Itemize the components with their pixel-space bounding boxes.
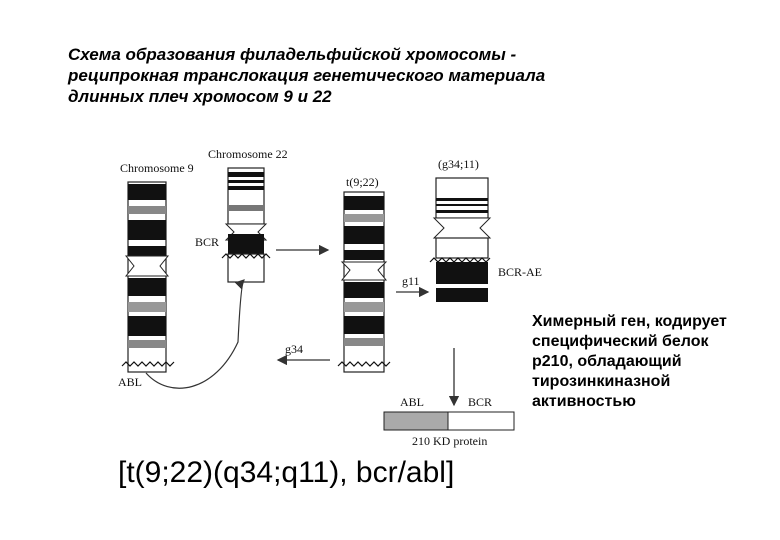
curved-arrow-abl: [145, 279, 245, 389]
chromosome-9: [121, 181, 175, 373]
protein-label: 210 KD protein: [412, 434, 487, 448]
chromosome-22-label: Chromosome 22: [208, 147, 288, 161]
slide-title: Схема образования филадельфийской хромос…: [68, 44, 708, 107]
derivative-label: (g34;11): [438, 157, 479, 171]
g11-label: g11: [402, 274, 420, 288]
fusion-abl-label: ABL: [400, 395, 424, 409]
bcr-label: BCR: [195, 235, 219, 249]
title-line-3: длинных плеч хромосом 9 и 22: [68, 87, 332, 106]
g34-label: g34: [285, 342, 303, 356]
arrows: [145, 244, 460, 407]
title-line-1: Схема образования филадельфийской хромос…: [68, 45, 517, 64]
side-text-line-5: активностью: [532, 393, 636, 410]
fusion-bcr-label: BCR: [468, 395, 492, 409]
derivative-chromosome-9: [337, 191, 391, 373]
karyotype-formula: [t(9;22)(q34;q11), bcr/abl]: [118, 456, 455, 489]
fusion-gene-bar: [383, 411, 515, 431]
side-text-line-3: p210, обладающий: [532, 353, 682, 370]
philadelphia-chromosome: [429, 177, 492, 302]
translocation-label: t(9;22): [346, 175, 379, 189]
chimeric-gene-description: Химерный ген, кодирует специфический бел…: [532, 312, 772, 412]
side-text-line-4: тирозинкиназной: [532, 373, 671, 390]
bcr-abl-label: BCR-AE: [498, 265, 542, 279]
abl-label: ABL: [118, 375, 142, 389]
chromosome-22: [221, 167, 271, 283]
chromosome-9-label: Chromosome 9: [120, 161, 194, 175]
side-text-line-1: Химерный ген, кодирует: [532, 313, 727, 330]
title-line-2: реципрокная транслокация генетического м…: [68, 66, 546, 85]
side-text-line-2: специфический белок: [532, 333, 709, 350]
